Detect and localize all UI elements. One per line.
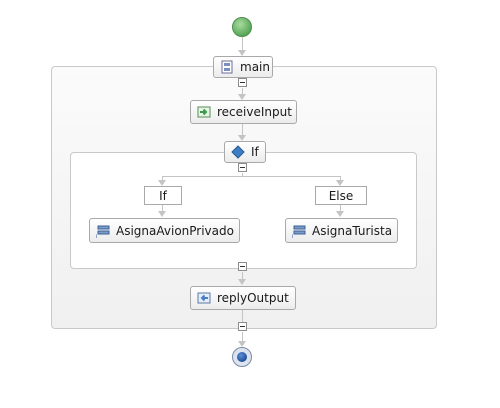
connector-arrow xyxy=(238,94,246,100)
sequence-icon xyxy=(220,60,234,74)
connector xyxy=(242,37,243,54)
collapse-if-end-button[interactable] xyxy=(238,262,247,271)
connector xyxy=(242,310,243,322)
connector-arrow xyxy=(158,211,166,217)
connector-arrow xyxy=(238,279,246,285)
assign-tourist-node[interactable]: i AsignaTurista xyxy=(285,218,398,243)
end-event-icon[interactable] xyxy=(232,347,252,367)
main-label: main xyxy=(240,60,270,74)
main-sequence-node[interactable]: main xyxy=(213,56,273,78)
if-node[interactable]: If xyxy=(224,141,266,163)
connector xyxy=(162,205,163,214)
receive-input-label: receiveInput xyxy=(217,105,292,119)
connector-arrow xyxy=(336,180,344,186)
connector-arrow xyxy=(238,341,246,347)
connector-arrow xyxy=(336,211,344,217)
collapse-main-button[interactable] xyxy=(238,78,247,87)
collapse-end-button[interactable] xyxy=(238,322,247,331)
connector xyxy=(242,332,243,344)
if-label: If xyxy=(251,145,259,159)
receive-input-node[interactable]: receiveInput xyxy=(190,100,297,124)
connector xyxy=(242,173,243,177)
connector-arrow xyxy=(238,135,246,141)
receive-icon xyxy=(197,105,211,119)
if-diamond-icon xyxy=(231,145,245,159)
assign-private-label: AsignaAvionPrivado xyxy=(116,223,234,238)
assign-tourist-label: AsignaTurista xyxy=(312,223,393,238)
connector xyxy=(340,205,341,214)
assign-icon: i xyxy=(96,224,110,240)
svg-text:i: i xyxy=(292,234,293,238)
reply-icon xyxy=(197,291,211,305)
branch-if-label[interactable]: If xyxy=(144,186,182,205)
branch-else-label[interactable]: Else xyxy=(315,186,367,205)
assign-icon: i xyxy=(292,224,306,240)
assign-private-node[interactable]: i AsignaAvionPrivado xyxy=(89,218,240,243)
reply-output-label: replyOutput xyxy=(217,291,289,305)
connector xyxy=(340,176,341,183)
connector xyxy=(242,88,243,98)
reply-output-node[interactable]: replyOutput xyxy=(190,286,296,310)
connector-arrow xyxy=(238,50,246,56)
svg-text:i: i xyxy=(96,234,97,238)
connector xyxy=(162,176,163,183)
connector xyxy=(242,272,243,282)
collapse-if-button[interactable] xyxy=(238,163,247,172)
start-event-icon[interactable] xyxy=(232,17,252,37)
connector-arrow xyxy=(158,180,166,186)
branch-connector xyxy=(162,176,341,177)
connector xyxy=(242,124,243,138)
